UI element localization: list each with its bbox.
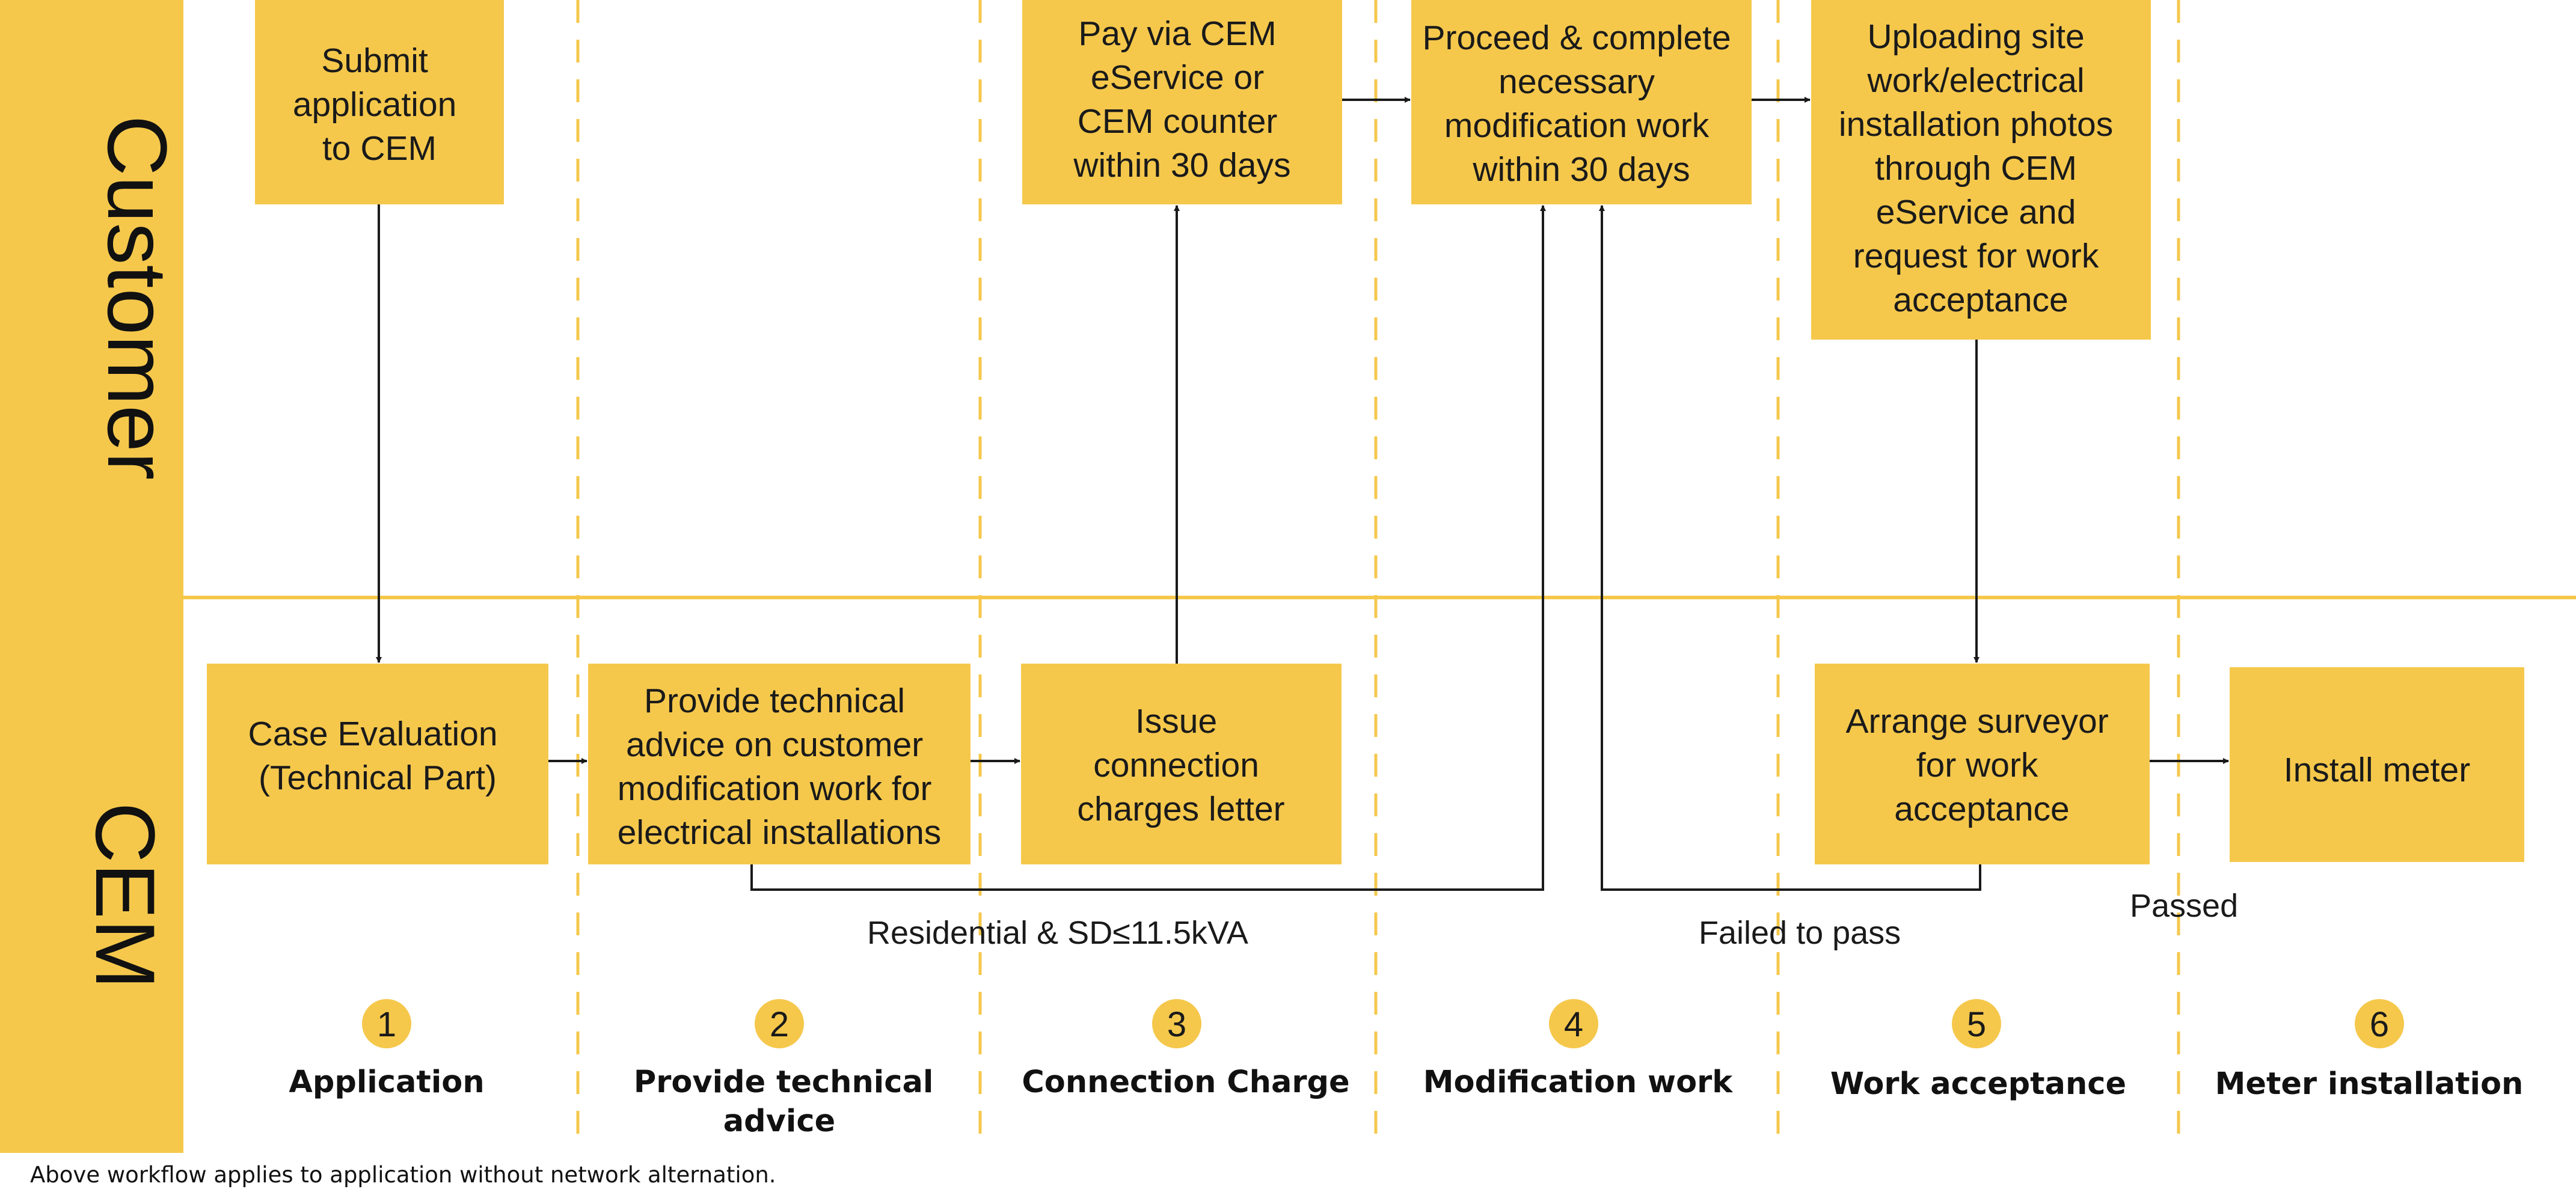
lane-label-customer: Customer (90, 115, 185, 480)
text-proceed-modification: Proceed & complete necessary modificatio… (1422, 19, 1740, 189)
step-label: Application (289, 1065, 484, 1100)
step-label: Meter installation (2215, 1066, 2524, 1102)
step-label: Connection Charge (1022, 1065, 1349, 1100)
step-number-badge (2355, 999, 2404, 1048)
text-case-evaluation: Case Evaluation (Technical Part) (248, 715, 508, 797)
box-pay-connection (1022, 0, 1342, 204)
step-number-badge (1549, 999, 1598, 1048)
step-number: 4 (1564, 1005, 1583, 1044)
step-number-badge (362, 999, 411, 1048)
arrow-failed-to-proceed (1599, 205, 1981, 891)
step-1: 1 Application (289, 999, 485, 1100)
footnote: Above workflow applies to application wi… (30, 1162, 776, 1188)
text-arrange-surveyor: Arrange surveyor for work acceptance (1845, 702, 2118, 828)
step-3: 3 Connection Charge (1022, 999, 1350, 1100)
box-issue-charges (1021, 664, 1342, 864)
edge-label-residential: Residential & SD≤11.5kVA (867, 915, 1248, 951)
box-install-meter (2230, 667, 2524, 862)
edge-label-passed: Passed (2130, 888, 2238, 924)
edge-label-failed: Failed to pass (1699, 915, 1901, 951)
step-number: 5 (1967, 1005, 1986, 1044)
text-submit-application: Submit application to CEM (293, 41, 466, 168)
step-label: Modification work (1423, 1065, 1733, 1100)
phase-dividers (576, 0, 2180, 1148)
step-label: Provide technical advice (634, 1065, 944, 1139)
box-arrange-surveyor (1815, 664, 2150, 864)
lane-header-bar (0, 0, 183, 1153)
step-6: 6 Meter installation (2215, 999, 2524, 1102)
step-2: 2 Provide technical advice (634, 999, 944, 1139)
box-technical-advice (588, 664, 971, 864)
text-upload-photos: Uploading site work/electrical installat… (1839, 17, 2123, 319)
box-proceed-modification (1411, 0, 1752, 204)
box-upload-photos (1811, 0, 2151, 340)
step-5: 5 Work acceptance (1830, 999, 2126, 1102)
box-submit-application (255, 0, 504, 204)
step-number-badge (1152, 999, 1201, 1048)
connectors (376, 97, 2229, 891)
step-number: 6 (2370, 1005, 2389, 1044)
lane-label-cem: CEM (78, 802, 173, 989)
step-number: 3 (1167, 1005, 1186, 1044)
box-case-evaluation (207, 664, 548, 864)
text-issue-charges: Issue connection charges letter (1077, 702, 1284, 828)
text-install-meter: Install meter (2284, 751, 2470, 789)
text-technical-advice: Provide technical advice on customer mod… (618, 682, 942, 852)
arrow-residential-to-proceed (750, 205, 1546, 891)
step-label: Work acceptance (1830, 1066, 2126, 1102)
step-number-badge (755, 999, 804, 1048)
text-pay-connection: Pay via CEM eService or CEM counter with… (1073, 14, 1290, 185)
step-4: 4 Modification work (1423, 999, 1733, 1100)
step-number: 2 (770, 1005, 789, 1044)
step-number: 1 (377, 1005, 396, 1044)
step-number-badge (1952, 999, 2001, 1048)
